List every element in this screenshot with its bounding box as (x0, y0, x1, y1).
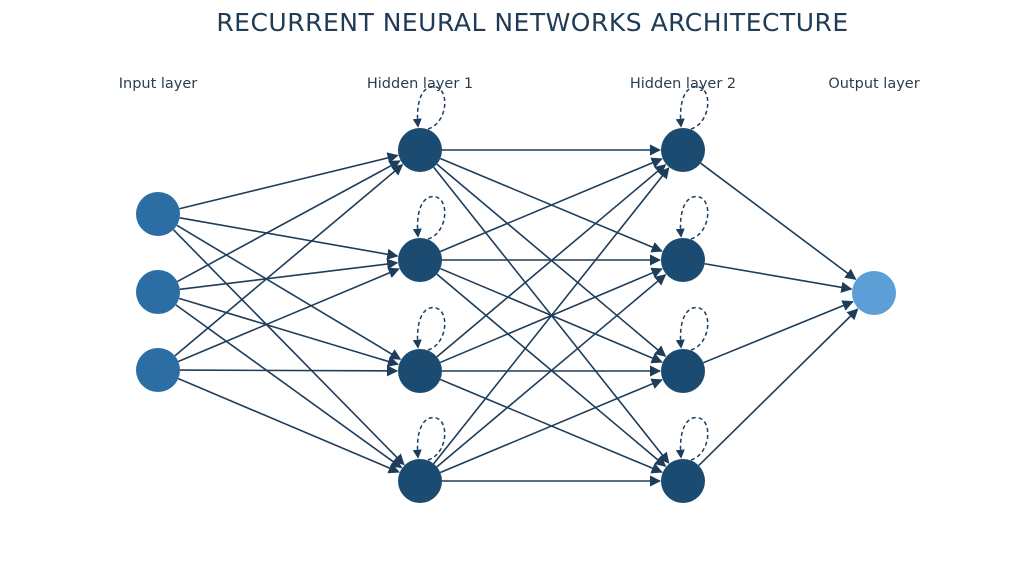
recurrent-loop-hidden-2-3 (675, 307, 709, 351)
layer-label-hidden-1: Hidden layer 1 (366, 76, 474, 92)
edge-input-1-to-hidden-1-3 (176, 224, 402, 360)
recurrent-loop-hidden-1-2 (412, 196, 446, 240)
recurrent-loop-hidden-1-4 (412, 417, 446, 461)
edge-input-3-to-hidden-1-3 (179, 365, 399, 377)
edge-hidden-1-2-to-hidden-2-1 (439, 157, 663, 253)
node-hidden-1-1 (398, 128, 442, 172)
edge-hidden-1-3-to-hidden-2-1 (436, 164, 667, 358)
edge-input-1-to-hidden-1-1 (179, 152, 399, 210)
node-hidden-2-2 (661, 238, 705, 282)
edge-hidden-1-4-to-hidden-2-1 (433, 167, 670, 465)
layer-label-output: Output layer (828, 76, 920, 92)
layer-label-input: Input layer (118, 76, 198, 92)
node-input-3 (136, 348, 180, 392)
recurrent-loop-hidden-2-2 (675, 196, 709, 240)
edge-input-1-to-hidden-1-4 (172, 229, 405, 466)
edge-input-2-to-hidden-1-3 (178, 297, 400, 367)
node-hidden-2-4 (661, 459, 705, 503)
edge-input-3-to-hidden-1-1 (174, 164, 404, 357)
diagram-title: RECURRENT NEURAL NETWORKS ARCHITECTURE (216, 8, 849, 37)
node-hidden-1-3 (398, 349, 442, 393)
layer-label-hidden-2: Hidden layer 2 (629, 76, 737, 92)
node-hidden-1-4 (398, 459, 442, 503)
node-hidden-2-1 (661, 128, 705, 172)
node-input-2 (136, 270, 180, 314)
recurrent-loop-hidden-1-3 (412, 307, 446, 351)
recurrent-loop-hidden-1-1 (412, 86, 446, 130)
edge-input-3-to-hidden-1-4 (177, 377, 400, 474)
edge-hidden-2-2-to-output-1 (704, 262, 853, 293)
edge-hidden-2-4-to-output-1 (698, 308, 859, 467)
edge-hidden-1-4-to-hidden-2-2 (436, 274, 667, 468)
edge-hidden-1-4-to-hidden-2-3 (439, 378, 663, 474)
node-output-1 (852, 271, 896, 315)
edge-input-1-to-hidden-1-2 (179, 217, 399, 260)
edge-hidden-2-3-to-output-1 (703, 300, 854, 364)
node-hidden-1-2 (398, 238, 442, 282)
edge-input-3-to-hidden-1-2 (177, 267, 400, 363)
node-hidden-2-3 (661, 349, 705, 393)
recurrent-loop-hidden-2-4 (675, 417, 709, 461)
edge-input-2-to-hidden-1-4 (175, 304, 403, 469)
edge-input-2-to-hidden-1-1 (176, 160, 401, 283)
recurrent-loop-hidden-2-1 (675, 86, 709, 130)
edge-input-2-to-hidden-1-2 (179, 258, 399, 291)
edge-hidden-2-1-to-output-1 (700, 162, 857, 280)
node-input-1 (136, 192, 180, 236)
